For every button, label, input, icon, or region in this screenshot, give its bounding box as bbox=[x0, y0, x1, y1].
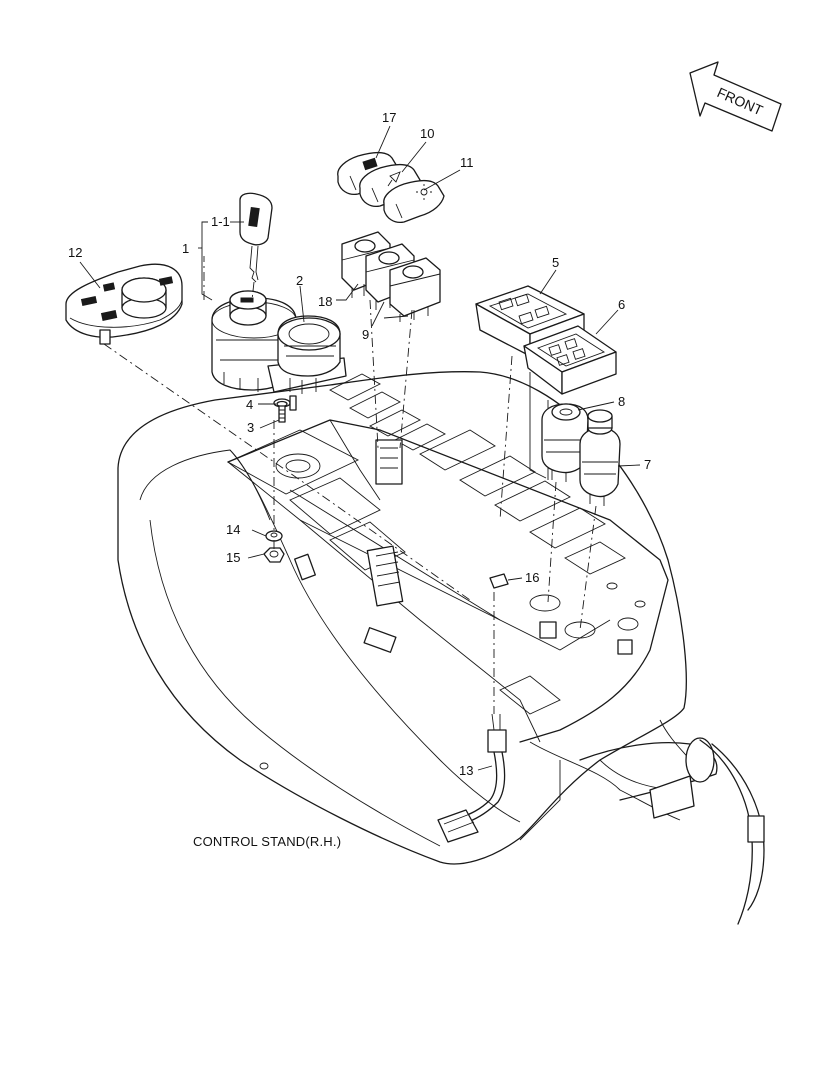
callout-17: 17 bbox=[382, 110, 396, 125]
callout-2: 2 bbox=[296, 273, 303, 288]
part-7-cylinder-switch bbox=[579, 409, 621, 506]
callout-4: 4 bbox=[246, 397, 253, 412]
callout-11: 11 bbox=[460, 155, 474, 170]
diagram-caption: CONTROL STAND(R.H.) bbox=[193, 834, 341, 849]
control-stand-body bbox=[117, 371, 765, 925]
part-3-screw bbox=[276, 400, 288, 423]
callout-18: 18 bbox=[318, 294, 332, 309]
callout-1-1: 1-1 bbox=[211, 214, 230, 229]
callout-14: 14 bbox=[226, 522, 240, 537]
part-9-rocker-switch-body-b bbox=[389, 257, 441, 322]
part-15-nut bbox=[263, 547, 285, 563]
part-6-switch-block bbox=[523, 325, 617, 480]
callout-9: 9 bbox=[362, 327, 369, 342]
part-12-rotary-switch-panel bbox=[65, 263, 183, 345]
callout-12: 12 bbox=[68, 245, 82, 260]
part-1-1-key bbox=[239, 192, 273, 283]
callout-13: 13 bbox=[459, 763, 473, 778]
part-2-round-socket bbox=[267, 315, 347, 394]
assembly-lines bbox=[103, 256, 597, 714]
front-arrow-icon: FRONT bbox=[689, 61, 782, 132]
callout-8: 8 bbox=[618, 394, 625, 409]
callout-7: 7 bbox=[644, 457, 651, 472]
callout-3: 3 bbox=[247, 420, 254, 435]
callout-6: 6 bbox=[618, 297, 625, 312]
callout-5: 5 bbox=[552, 255, 559, 270]
callout-15: 15 bbox=[226, 550, 240, 565]
leader-lines bbox=[79, 125, 641, 771]
callout-10: 10 bbox=[420, 126, 434, 141]
part-16-clip bbox=[489, 573, 509, 589]
callout-1: 1 bbox=[182, 241, 189, 256]
part-11-rocker-cap bbox=[383, 179, 445, 224]
part-13-harness-connector bbox=[437, 713, 507, 843]
callout-labels: 1-1 1 2 3 4 5 6 7 8 9 10 11 12 13 14 15 … bbox=[68, 110, 651, 778]
part-14-washer bbox=[265, 530, 283, 542]
callout-16: 16 bbox=[525, 570, 539, 585]
